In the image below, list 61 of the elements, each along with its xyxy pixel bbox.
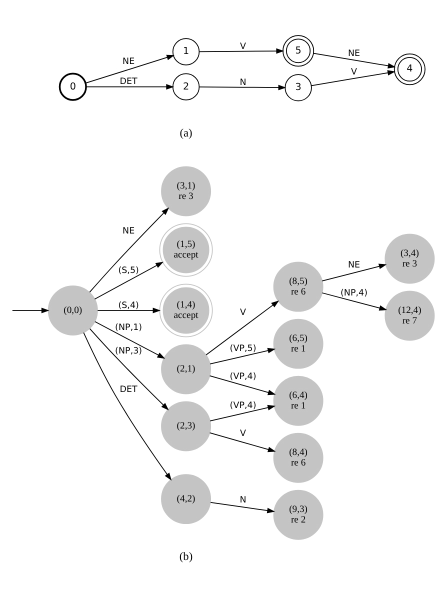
edge-label: V <box>240 42 246 52</box>
arrow <box>210 502 276 514</box>
arrow <box>209 432 276 452</box>
node-circle: (2,1) <box>161 344 212 394</box>
edge-label: (VP,4) <box>230 400 256 411</box>
edge-label: N <box>240 78 246 88</box>
node-circle: (6,5) re 1 <box>273 318 324 369</box>
arrow <box>206 300 280 356</box>
label: (a) <box>180 127 192 140</box>
edge-label: DET <box>120 385 138 396</box>
arrow <box>210 404 276 422</box>
arrow <box>85 54 175 84</box>
arrow <box>97 308 161 314</box>
node-circle: (9,3) re 2 <box>273 490 324 540</box>
node-circle: 2 <box>172 73 200 100</box>
arrow <box>199 48 284 54</box>
node-circle: (8,4) re 6 <box>273 432 324 483</box>
node-circle: (12,4) re 7 <box>384 290 435 341</box>
arrow <box>83 332 172 481</box>
arrow <box>12 308 50 314</box>
arrow <box>209 375 276 396</box>
node-circle: 4 <box>394 54 426 86</box>
edge-label: NE <box>348 49 360 60</box>
node-circle: 3 <box>284 74 312 102</box>
edge-label: (NP,1) <box>115 322 142 333</box>
edge-label: (VP,4) <box>230 372 256 382</box>
edge-label: V <box>351 68 358 78</box>
node-circle: (8,5) re 6 <box>273 262 324 312</box>
node-circle: (1,5) accept <box>159 223 213 277</box>
arrow <box>199 84 286 90</box>
node-circle: 1 <box>172 38 200 66</box>
arrow <box>89 207 170 293</box>
edge-label: (S,5) <box>118 266 139 276</box>
label: (b) <box>179 550 193 563</box>
edge-label: V <box>240 428 246 439</box>
edge-label: NE <box>348 260 360 271</box>
edge-label: (NP,3) <box>115 346 142 356</box>
arrow <box>310 70 396 86</box>
edge-label: NE <box>122 57 135 68</box>
arrow <box>94 262 164 300</box>
edge-label: DET <box>120 77 138 88</box>
arrow <box>89 328 169 410</box>
edge-label: V <box>240 308 246 318</box>
node-circle: (1,4) accept <box>159 284 213 338</box>
edge-label: NE <box>122 226 135 236</box>
edge-label: (NP,4) <box>340 288 368 299</box>
edge-label: N <box>240 496 246 506</box>
node-circle: (4,2) <box>161 474 212 524</box>
node-circle: (6,4) re 1 <box>273 376 324 426</box>
arrow <box>86 84 174 90</box>
node-circle: 5 <box>282 35 314 67</box>
arrow <box>94 321 166 359</box>
node-circle: (0,0) <box>48 285 98 336</box>
edge-label: (VP,5) <box>230 344 256 354</box>
arrow <box>210 348 276 364</box>
arrow <box>322 264 387 282</box>
edge-label: (S,4) <box>118 300 139 311</box>
arrow <box>322 292 388 311</box>
arrow <box>313 52 396 68</box>
node-circle: (3,4) re 3 <box>384 234 435 284</box>
node-circle: 0 <box>58 72 87 101</box>
